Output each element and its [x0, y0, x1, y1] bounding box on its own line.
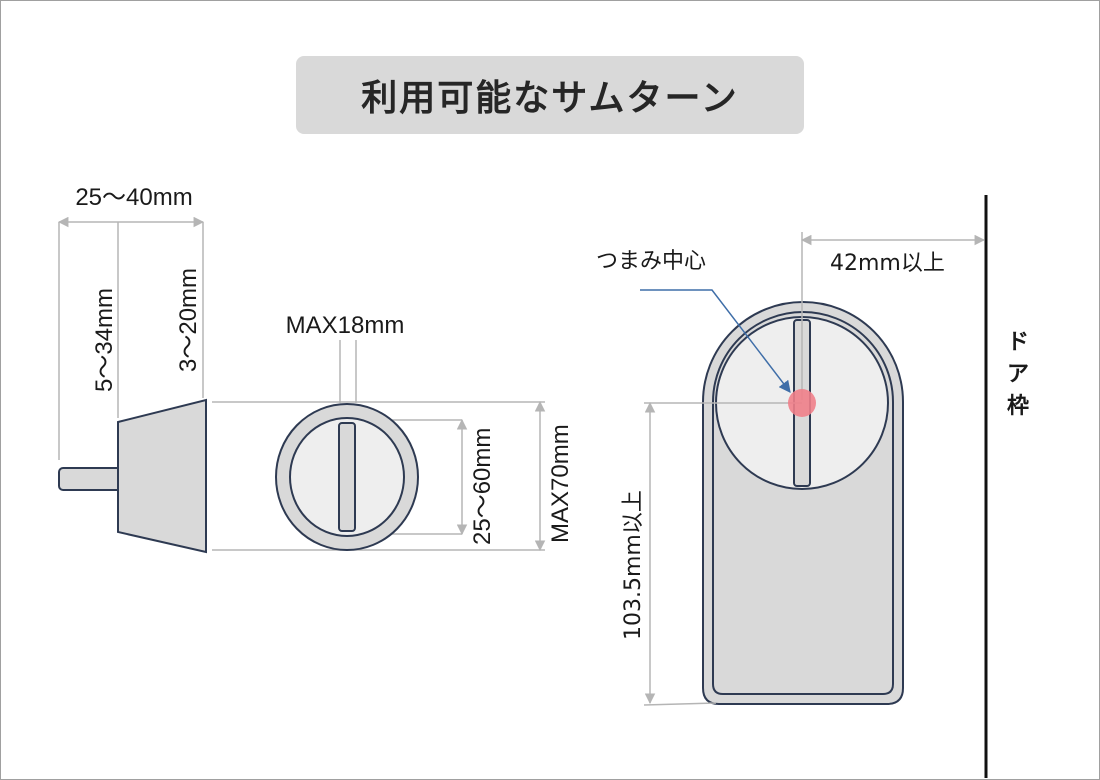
base-length-label: 5～34mm [91, 288, 118, 392]
knob-center-leader [640, 289, 791, 393]
door-frame-label-1: ド [1007, 330, 1029, 355]
door-frame-label-2: ア [1007, 362, 1029, 387]
spindle-shaft [58, 467, 122, 491]
knob-center-label: つまみ中心 [596, 249, 706, 274]
front-view: MAX18mm 25～60mm MAX70mm [212, 312, 574, 552]
inner-diameter-label: 25～60mm [469, 428, 496, 545]
install-view: つまみ中心 42mm以上 103.5mm以上 ド ア 枠 [596, 195, 1029, 778]
ext-line-height-bottom [643, 702, 717, 706]
title-box: 利用可能なサムターン [296, 56, 804, 134]
knob-center-dot [788, 389, 816, 417]
door-clearance-label: 42mm以上 [830, 251, 945, 276]
knob-width-label: MAX18mm [286, 312, 405, 339]
front-knob-grip [338, 422, 356, 532]
total-length-label: 25～40mm [75, 184, 192, 211]
height-clearance-label: 103.5mm以上 [621, 490, 646, 640]
side-view: 25～40mm 5～34mm 3～20mm [57, 184, 207, 554]
side-knob-body [117, 398, 207, 554]
page-title: 利用可能なサムターン [361, 78, 739, 119]
door-frame-label-3: 枠 [1007, 394, 1029, 419]
outer-diameter-label: MAX70mm [547, 424, 574, 543]
knob-length-label: 3～20mm [175, 268, 202, 372]
